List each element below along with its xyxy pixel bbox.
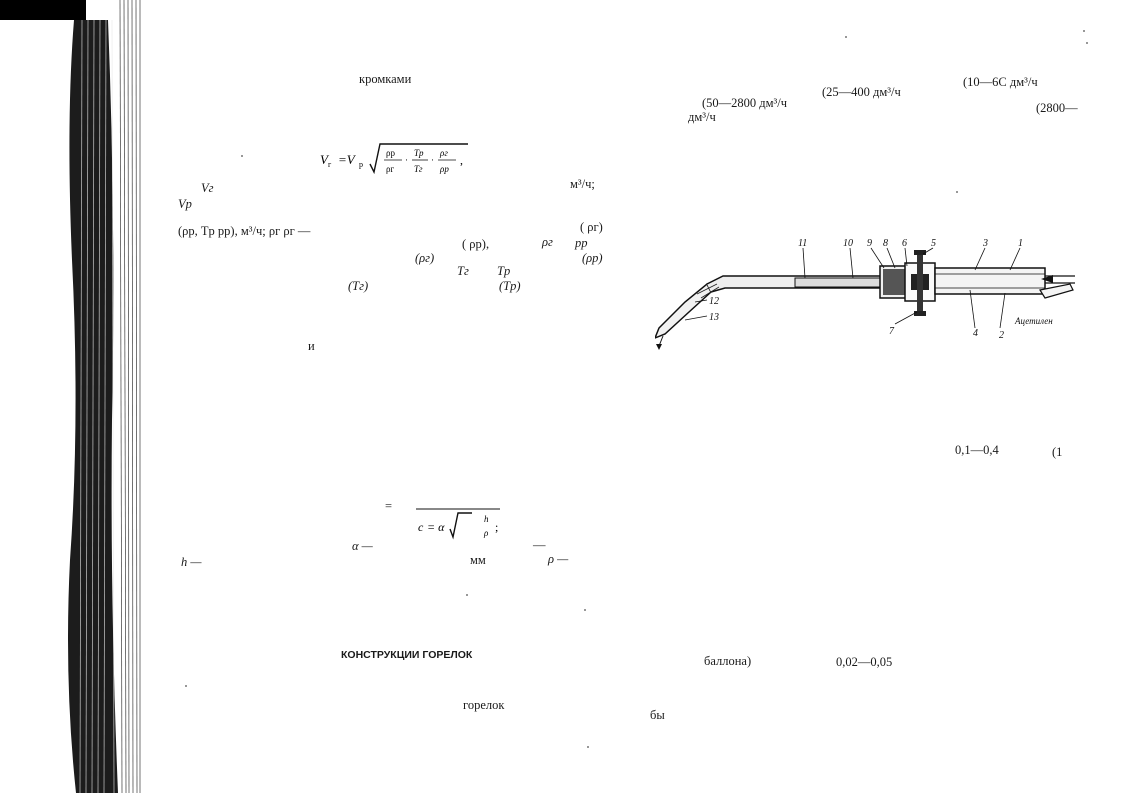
formula-gas-volume: V г =V р ρр ρг · Tр Tг · ρг ρр , xyxy=(320,143,468,175)
label-13: 13 xyxy=(709,312,719,323)
pressure-range-2: 0,02—0,05 xyxy=(836,655,893,669)
scan-speck xyxy=(845,36,847,38)
word-by: бы xyxy=(650,708,665,722)
label-6: 6 xyxy=(902,238,907,249)
unit-m3h: м³/ч; xyxy=(570,177,595,191)
formula-v-den2: Tг xyxy=(414,164,423,174)
var-vg: Vг xyxy=(201,181,214,195)
rho-g-paren-1: ( ρг) xyxy=(580,220,603,234)
label-5: 5 xyxy=(931,238,936,249)
section-heading: КОНСТРУКЦИИ ГОРЕЛОК xyxy=(341,649,473,661)
scan-speck xyxy=(466,594,468,596)
formula-v-lhs: V xyxy=(320,152,330,167)
label-1: 1 xyxy=(1018,238,1023,249)
flow-range-2: (25—400 дм³/ч xyxy=(822,85,901,99)
label-3: 3 xyxy=(982,238,988,249)
T-p: Tр xyxy=(497,264,511,278)
pressure-range: 0,1—0,4 xyxy=(955,443,999,457)
label-7: 7 xyxy=(889,326,895,337)
word-kromkami: кромками xyxy=(359,72,412,86)
formula-v-den1: ρг xyxy=(386,164,394,174)
rho-g-mid: ρг xyxy=(542,235,553,249)
scan-speck xyxy=(1086,42,1088,44)
torch-diagram: 11 10 9 8 6 5 3 1 2 4 7 12 13 Ацетилен xyxy=(655,238,1075,350)
rho-g-paren-2: (ρг) xyxy=(415,251,435,265)
formula-flame-speed: c = α h ρ ; xyxy=(416,508,500,540)
unit-mm: мм xyxy=(470,553,486,567)
formula-v-lhs-sub: г xyxy=(328,160,332,169)
label-8: 8 xyxy=(883,238,888,249)
flow-range-4: (2800— xyxy=(1036,101,1078,115)
scan-speck xyxy=(587,746,589,748)
label-10: 10 xyxy=(843,238,853,249)
word-ballona: баллона) xyxy=(704,654,752,668)
label-acetylene: Ацетилен xyxy=(1014,316,1053,326)
flow-unit: дм³/ч xyxy=(688,110,716,124)
paren-one: (1 xyxy=(1052,445,1063,459)
formula-c-rho: ρ xyxy=(483,528,489,538)
flow-range-1: (10—6С дм³/ч xyxy=(963,75,1038,89)
formula-v-num3: ρг xyxy=(439,148,448,158)
label-2: 2 xyxy=(999,330,1004,341)
p-p: pр xyxy=(575,236,588,250)
var-vp: Vр xyxy=(178,197,192,211)
word-gorelok: горелок xyxy=(463,698,505,712)
scan-speck xyxy=(241,155,243,157)
label-9: 9 xyxy=(867,238,872,249)
scan-speck xyxy=(956,191,958,193)
formula-c-h: h xyxy=(484,514,489,524)
rho-p-paren-1: ( ρр), xyxy=(462,237,490,251)
word-and: и xyxy=(308,339,315,353)
alpha-dash: α — xyxy=(352,539,373,553)
T-g: Tг xyxy=(457,264,469,278)
formula-v-dot1: · xyxy=(405,155,408,165)
formula-v-num1: ρр xyxy=(386,148,395,158)
formula-v-eq-sub: р xyxy=(359,160,363,169)
definition-line: (ρр, Tр pр), м³/ч; ρг ρг — xyxy=(178,224,311,238)
h-dash: h — xyxy=(181,555,202,569)
formula-c-eq-sign: = xyxy=(385,499,393,513)
formula-c-c: c xyxy=(418,520,424,534)
rho-dash: ρ — xyxy=(548,552,569,566)
formula-v-dot2: · xyxy=(431,155,434,165)
formula-v-den3: ρр xyxy=(439,164,449,174)
formula-c-eq: = α xyxy=(427,520,445,534)
T-p-paren: (Tр) xyxy=(499,279,521,293)
scan-speck xyxy=(185,685,187,687)
page-binding-edge xyxy=(0,0,148,793)
scan-speck xyxy=(584,609,586,611)
dash: — xyxy=(533,538,546,552)
T-g-paren: (Tг) xyxy=(348,279,369,293)
label-12: 12 xyxy=(709,296,719,307)
rho-p-paren-2: (ρр) xyxy=(582,251,603,265)
formula-v-trail: , xyxy=(460,153,463,167)
flow-range-3: (50—2800 дм³/ч xyxy=(702,96,788,110)
label-11: 11 xyxy=(798,238,807,249)
formula-v-num2: Tр xyxy=(414,148,424,158)
scan-speck xyxy=(1083,30,1085,32)
formula-v-eq: =V xyxy=(338,152,357,167)
formula-c-semi: ; xyxy=(495,520,498,534)
label-4: 4 xyxy=(973,328,978,339)
